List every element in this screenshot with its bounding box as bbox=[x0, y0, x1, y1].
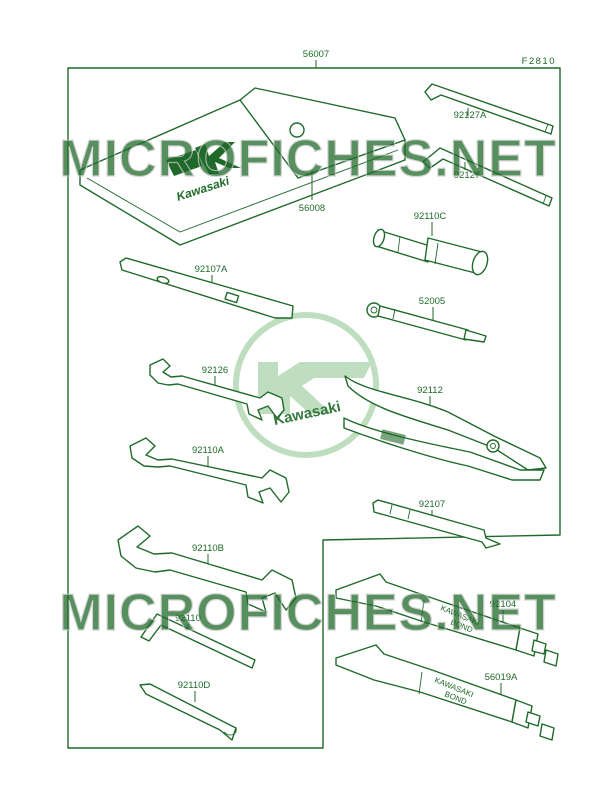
pliers bbox=[343, 375, 547, 481]
part-label-92112: 92112 bbox=[417, 385, 443, 396]
tool-pouch: Kawasaki bbox=[79, 87, 406, 246]
screwdriver bbox=[372, 499, 501, 549]
part-label-92127A: 92127A bbox=[454, 110, 487, 121]
kit-frame bbox=[67, 67, 561, 749]
kawasaki-emblem-watermark: Kawasaki bbox=[233, 312, 379, 458]
part-label-92110A: 92110A bbox=[192, 445, 225, 456]
wrench-large bbox=[117, 525, 297, 613]
part-label-56019A: 56019A bbox=[485, 672, 518, 683]
wrench-medium bbox=[129, 437, 290, 504]
hex-key-small bbox=[424, 83, 554, 135]
part-label-52005: 52005 bbox=[419, 296, 445, 307]
watermark-text-top: MICROFICHES.NET bbox=[59, 130, 556, 188]
pin-wrench bbox=[139, 683, 237, 741]
part-label-92107: 92107 bbox=[419, 499, 445, 510]
part-label-92104: 92104 bbox=[490, 599, 516, 610]
part-label-92110C: 92110C bbox=[414, 211, 447, 222]
part-label-92110: 92110 bbox=[175, 613, 201, 624]
part-label-56007: 56007 bbox=[303, 49, 329, 60]
part-label-56008: 56008 bbox=[299, 203, 325, 214]
bond-tube-lower: KAWASAKI BOND bbox=[335, 644, 555, 741]
part-label-92126: 92126 bbox=[202, 365, 228, 376]
wrench-small bbox=[149, 358, 285, 421]
screwdriver-grip bbox=[119, 257, 294, 319]
hex-key-bent bbox=[140, 613, 256, 669]
watermark-text-bottom: MICROFICHES.NET bbox=[59, 584, 556, 642]
figure-code: F2810 bbox=[522, 56, 556, 67]
part-label-92107A: 92107A bbox=[195, 264, 228, 275]
spoke-wrench-driver bbox=[366, 302, 487, 343]
hex-key-large bbox=[422, 147, 553, 207]
spark-plug-socket bbox=[372, 228, 489, 276]
part-label-92110D: 92110D bbox=[178, 680, 211, 691]
part-label-92110B: 92110B bbox=[192, 543, 224, 554]
part-label-92127: 92127 bbox=[454, 170, 480, 181]
